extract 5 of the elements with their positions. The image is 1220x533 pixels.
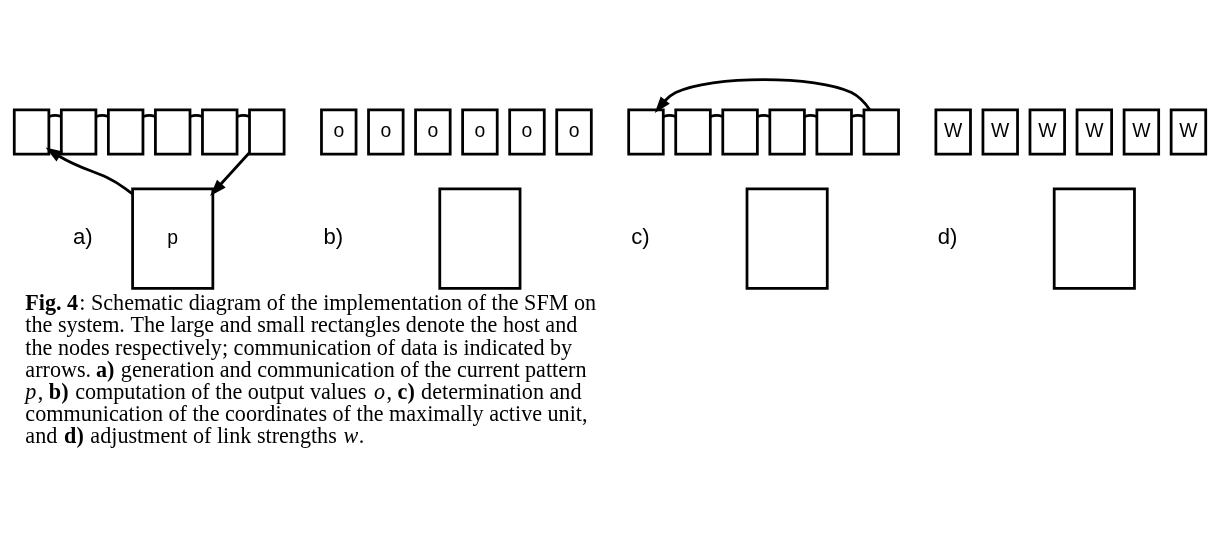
caption: Fig. 4: Schematic diagram of the implementation of the SFM on the system. The large and small rectangles denote the host and the nodes respectively; communication of data is indicated by arrows. a) generation and communication of the current pattern p, b) computation of the output values o, c) determination and communication of the coordinates of the maximally active unit, and d) adjustment of link strengths w. [25,289,597,448]
label: a) [72,223,93,249]
label: d) [937,223,958,249]
label: c) [631,223,650,249]
label: b) [323,223,344,249]
